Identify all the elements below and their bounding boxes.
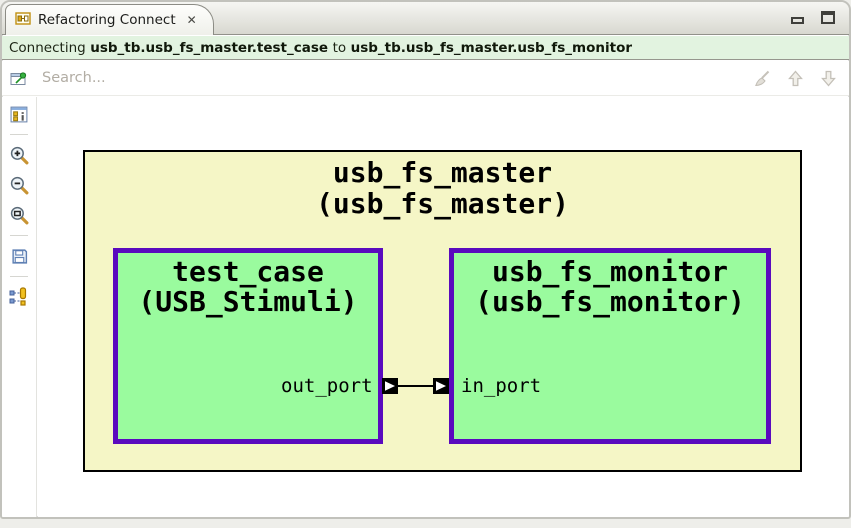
out-port-label[interactable]: out_port: [281, 375, 373, 397]
clear-search-button[interactable]: [751, 64, 773, 92]
arrow-down-icon: [820, 70, 836, 86]
zoom-fit-button[interactable]: [6, 202, 32, 228]
view-tab-bar: Refactoring Connect ✕: [2, 2, 849, 35]
save-icon: [11, 248, 27, 264]
connection-status-bar: Connecting usb_tb.usb_fs_master.test_cas…: [2, 36, 849, 60]
component-usb-fs-monitor[interactable]: usb_fs_monitor (usb_fs_monitor): [449, 248, 771, 444]
component-test-case[interactable]: test_case (USB_Stimuli): [113, 248, 383, 444]
component-instance-name: usb_fs_monitor: [491, 255, 728, 288]
container-instance-name: usb_fs_master: [332, 156, 553, 189]
toolbar-separator: [10, 235, 28, 236]
in-port-label[interactable]: in_port: [461, 375, 542, 397]
component-type-name: (USB_Stimuli): [138, 285, 358, 318]
diagram-toolbar: [2, 97, 37, 517]
close-icon[interactable]: ✕: [186, 13, 197, 27]
save-button[interactable]: [6, 243, 32, 269]
legend-button[interactable]: [6, 101, 32, 127]
component-title: usb_fs_monitor (usb_fs_monitor): [454, 253, 766, 317]
tab-refactoring-connect[interactable]: Refactoring Connect ✕: [5, 4, 214, 35]
pin-editor-icon: [10, 72, 27, 85]
out-port-icon[interactable]: [382, 378, 398, 394]
zoom-in-button[interactable]: [6, 142, 32, 168]
search-input[interactable]: [36, 65, 751, 91]
target-path: usb_tb.usb_fs_master.usb_fs_monitor: [350, 39, 633, 56]
status-prefix: Connecting: [9, 39, 86, 56]
component-title: test_case (USB_Stimuli): [118, 253, 378, 317]
pin-editor-button[interactable]: [2, 64, 36, 92]
container-type-name: (usb_fs_master): [316, 187, 569, 220]
search-toolbar: [2, 61, 849, 96]
broom-icon: [755, 70, 770, 87]
tab-title: Refactoring Connect: [38, 12, 176, 28]
window-controls: [791, 11, 835, 24]
show-ports-button[interactable]: [6, 284, 32, 310]
arrow-up-icon: [787, 70, 803, 86]
zoom-out-button[interactable]: [6, 172, 32, 198]
zoom-in-icon: [10, 146, 28, 164]
toolbar-separator: [10, 134, 28, 135]
refactoring-connect-icon: [15, 11, 31, 30]
component-type-name: (usb_fs_monitor): [475, 285, 745, 318]
next-match-button[interactable]: [817, 64, 839, 92]
maximize-icon[interactable]: [821, 11, 835, 24]
component-instance-name: test_case: [172, 255, 324, 288]
component-container-usb-fs-master[interactable]: usb_fs_master (usb_fs_master) test_case …: [83, 150, 802, 472]
previous-match-button[interactable]: [784, 64, 806, 92]
status-connector: to: [332, 39, 347, 56]
in-port-icon[interactable]: [433, 378, 449, 394]
source-path: usb_tb.usb_fs_master.test_case: [90, 39, 329, 56]
container-title: usb_fs_master (usb_fs_master): [85, 152, 800, 219]
show-ports-icon: [9, 287, 27, 306]
connection-line: [398, 385, 433, 387]
zoom-fit-icon: [10, 206, 28, 224]
search-actions: [751, 64, 849, 92]
legend-icon: [10, 106, 27, 122]
diagram-canvas[interactable]: usb_fs_master (usb_fs_master) test_case …: [38, 97, 849, 517]
minimize-icon[interactable]: [791, 16, 804, 24]
toolbar-separator: [10, 276, 28, 277]
zoom-out-icon: [10, 176, 28, 194]
